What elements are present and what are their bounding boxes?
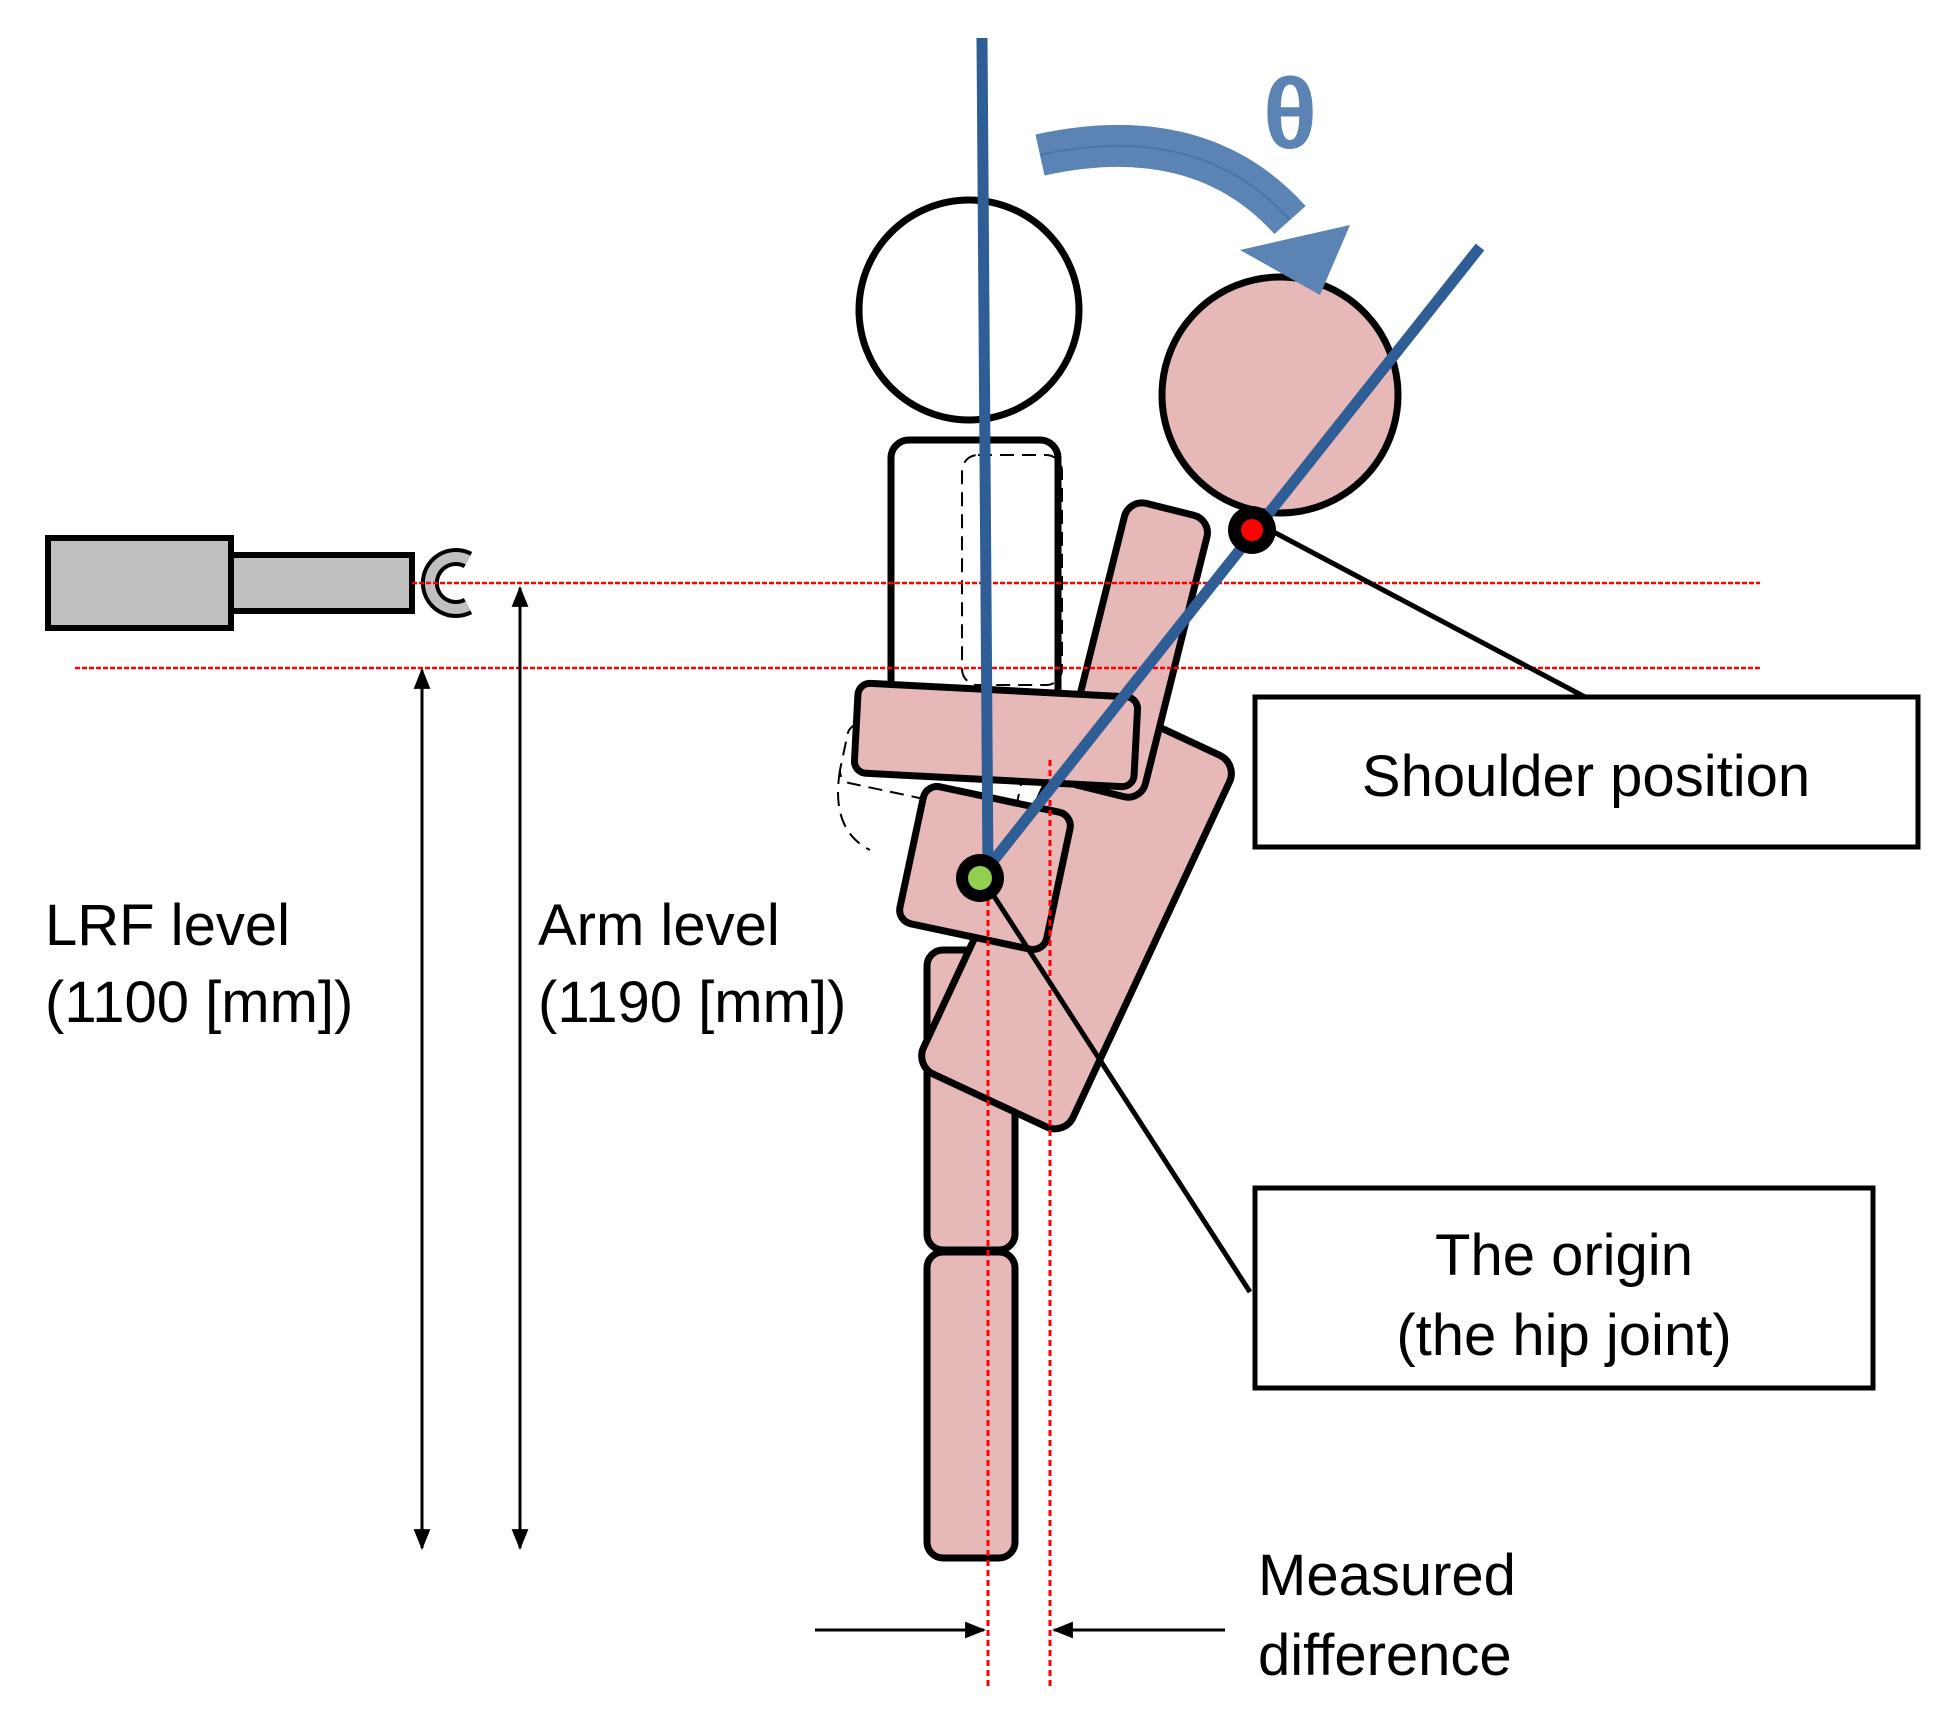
shoulder-leader-line [1268, 527, 1587, 700]
lrf-level-label-line1: LRF level [45, 893, 290, 958]
lrf-level-label-line2: (1100 [mm]) [45, 970, 353, 1035]
origin-marker [956, 854, 1004, 902]
shin [923, 1248, 1019, 1562]
upright-head [855, 196, 1083, 424]
upright-arm-dashed [961, 454, 1063, 686]
curved-arrow-icon [1035, 125, 1350, 295]
measured-difference-label-line1: Measured [1258, 1543, 1516, 1608]
shoulder-position-box [1252, 694, 1921, 850]
upright-hand-dashed [837, 769, 871, 851]
arm-level-label-line2: (1190 [mm]) [538, 970, 846, 1035]
vertical-axis-line [976, 37, 994, 876]
arm-level-label-line1: Arm level [538, 893, 780, 958]
theta-label: θ [1263, 58, 1317, 170]
shoulder-position-label: Shoulder position [1362, 744, 1810, 809]
laser-range-finder-icon [45, 535, 473, 631]
tilted-head [1158, 273, 1402, 517]
origin-box [1252, 1185, 1876, 1391]
shoulder-marker [1228, 506, 1276, 554]
origin-leader-line [987, 888, 1253, 1294]
tilted-figure [850, 273, 1402, 1133]
origin-label-line1: The origin [1435, 1223, 1693, 1288]
measured-difference-label-line2: difference [1258, 1623, 1512, 1688]
origin-label-line2: (the hip joint) [1396, 1303, 1731, 1368]
tilted-axis-line [977, 243, 1485, 879]
